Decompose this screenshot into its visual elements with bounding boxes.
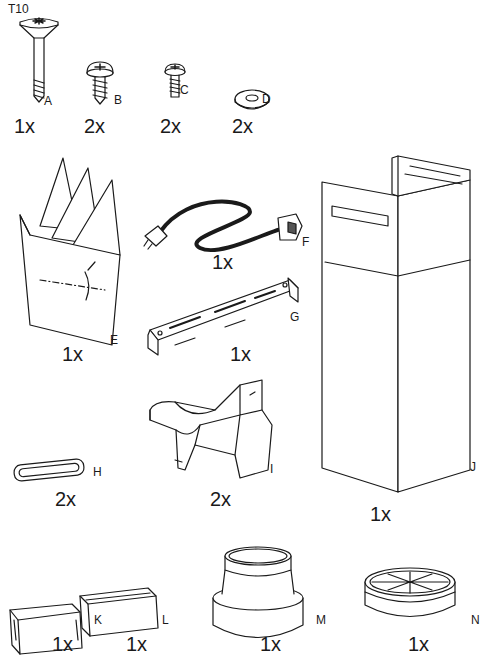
part-letter: B [114, 94, 122, 106]
mounting-bracket [288, 278, 298, 302]
machine-screw [171, 75, 179, 97]
chimney-cover [322, 182, 398, 492]
pan-head-screw [87, 62, 113, 104]
duct-piece [175, 392, 255, 462]
quantity-label: 1x [62, 344, 83, 364]
quantity-label: 2x [232, 116, 253, 136]
chimney-cover [397, 156, 398, 196]
quantity-label: 1x [230, 344, 251, 364]
manual-booklet [85, 262, 95, 300]
mounting-bracket [148, 278, 298, 355]
part-letter: L [162, 614, 169, 626]
manual-booklet [20, 158, 120, 345]
quantity-label: 1x [126, 634, 147, 654]
duct-adapter [90, 596, 158, 636]
gasket-ring [13, 458, 84, 481]
duct-adapter [80, 588, 158, 636]
power-cable [278, 214, 302, 240]
countersunk-screw [20, 18, 58, 102]
pan-head-screw [95, 64, 105, 70]
part-letter: J [470, 461, 476, 473]
chimney-cover [405, 166, 462, 184]
part-letter: M [316, 614, 326, 626]
part-letter: G [290, 311, 299, 323]
part-letter: I [270, 463, 273, 475]
part-letter: D [262, 93, 271, 105]
quantity-label: 2x [210, 489, 231, 509]
mounting-bracket [148, 330, 158, 355]
mounting-bracket [175, 320, 245, 345]
pan-head-screw [93, 80, 107, 98]
chimney-cover [325, 260, 470, 276]
duct-piece [176, 425, 200, 434]
power-cable [144, 202, 302, 251]
quantity-label: 2x [55, 489, 76, 509]
quantity-label: 1x [370, 504, 391, 524]
check-valve [370, 571, 450, 593]
duct-piece [150, 380, 272, 478]
mounting-bracket [170, 291, 275, 328]
part-letter: K [94, 614, 102, 626]
part-letter: F [302, 236, 309, 248]
gasket-ring [13, 458, 84, 481]
mounting-bracket [283, 283, 287, 287]
washer [246, 95, 258, 101]
manual-booklet [20, 215, 120, 345]
power-cable [160, 202, 285, 251]
quantity-label: 1x [14, 116, 35, 136]
check-valve [365, 568, 455, 617]
quantity-label: 1x [408, 634, 429, 654]
countersunk-screw [33, 18, 45, 24]
duct-adapter [86, 593, 150, 600]
gasket-ring [19, 463, 80, 477]
manual-booklet [20, 215, 30, 235]
part-letter: A [44, 95, 52, 107]
duct-adapter [10, 604, 80, 620]
countersunk-screw [34, 80, 44, 98]
chimney-cover [322, 156, 470, 492]
round-reducer [229, 549, 287, 563]
duct-adapter [80, 596, 90, 636]
round-reducer [225, 547, 291, 565]
mounting-bracket [158, 331, 162, 335]
part-letter: C [180, 84, 189, 96]
mounting-bracket [150, 280, 298, 340]
quantity-label: 1x [212, 252, 233, 272]
round-reducer [213, 547, 303, 638]
machine-screw [171, 65, 179, 69]
power-cable [288, 222, 296, 234]
duct-piece [150, 385, 262, 455]
part-letter: H [93, 466, 102, 478]
countersunk-screw [20, 19, 58, 39]
power-cable [145, 226, 167, 246]
countersunk-screw [34, 38, 44, 102]
chimney-cover [392, 156, 470, 196]
duct-adapter [10, 604, 82, 654]
countersunk-screw [20, 25, 58, 28]
chimney-cover [332, 206, 388, 226]
quantity-label: 1x [260, 634, 281, 654]
manual-booklet [40, 280, 105, 290]
duct-piece [150, 380, 272, 478]
tool-size: T10 [8, 3, 29, 15]
check-valve [372, 572, 448, 593]
power-cable [144, 240, 152, 249]
duct-adapter [20, 612, 82, 654]
duct-adapter [80, 588, 156, 604]
quantity-label: 2x [160, 116, 181, 136]
machine-screw [170, 79, 180, 93]
manual-booklet [70, 180, 120, 255]
check-valve [365, 592, 455, 602]
chimney-cover [398, 180, 470, 492]
part-letter: E [110, 334, 118, 346]
check-valve [365, 568, 455, 596]
quantity-label: 1x [52, 634, 73, 654]
part-letter: N [471, 614, 480, 626]
quantity-label: 2x [84, 116, 105, 136]
